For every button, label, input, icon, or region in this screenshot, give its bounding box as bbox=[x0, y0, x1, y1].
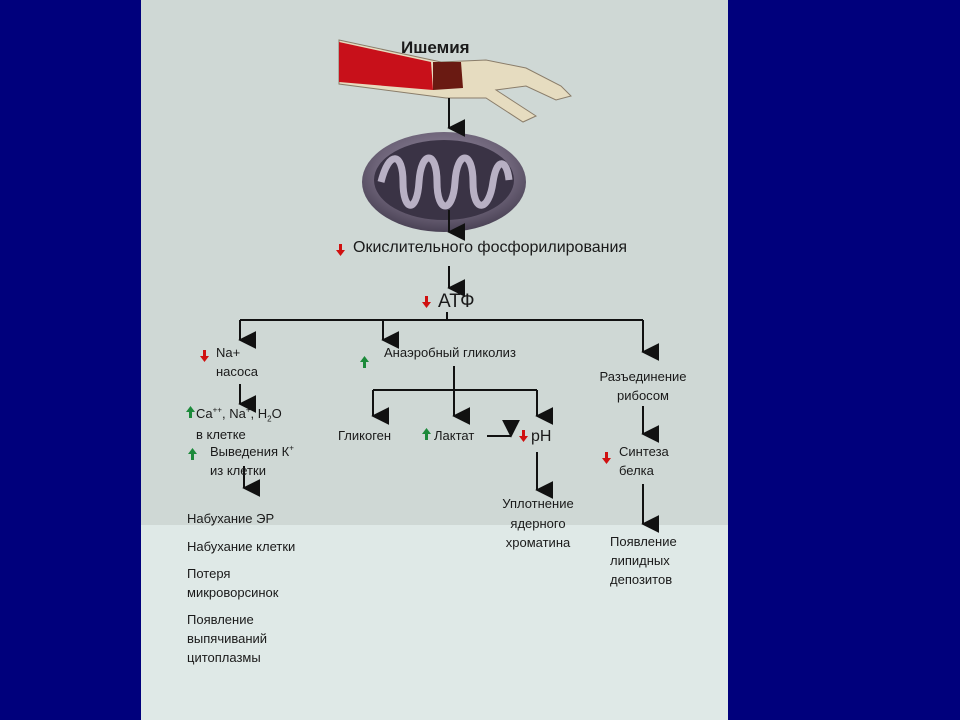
green-up-arrow-icon bbox=[188, 448, 197, 460]
cell-swelling-label: Набухание клетки bbox=[187, 539, 296, 554]
microvilli-loss-line1: Потеря bbox=[187, 566, 231, 581]
red-down-arrow-icon bbox=[519, 430, 528, 442]
lactate-label: Лактат bbox=[434, 428, 475, 443]
red-down-arrow-icon bbox=[200, 350, 209, 362]
lipid-deposits-line1: Появление bbox=[610, 534, 677, 549]
lipid-deposits-line3: депозитов bbox=[610, 572, 673, 587]
na-pump-label-line1: Na+ bbox=[216, 345, 241, 360]
anaerobic-glycolysis-label: Анаэробный гликолиз bbox=[384, 345, 516, 360]
bleb-line2: выпячиваний bbox=[187, 631, 268, 646]
red-down-arrow-icon bbox=[336, 244, 345, 256]
red-down-arrow-icon bbox=[422, 296, 431, 308]
ph-label: pH bbox=[531, 428, 552, 445]
chromatin-line2: ядерного bbox=[510, 516, 566, 531]
lower-paper-area bbox=[141, 525, 728, 720]
mitochondrion-icon bbox=[362, 132, 526, 232]
er-swelling-label: Набухание ЭР bbox=[187, 511, 275, 526]
ribosome-label-line1: Разъединение bbox=[599, 369, 687, 384]
red-down-arrow-icon bbox=[602, 452, 611, 464]
k-efflux-line2: из клетки bbox=[210, 463, 266, 478]
chromatin-line1: Уплотнение bbox=[502, 496, 574, 511]
green-up-arrow-icon bbox=[186, 406, 195, 418]
ions-in-cell-line2: в клетке bbox=[196, 427, 246, 442]
atf-branch-lines bbox=[238, 312, 660, 361]
lipid-deposits-line2: липидных bbox=[610, 553, 670, 568]
ions-in-cell-line1: Ca++, Na+, H2O bbox=[196, 405, 282, 424]
chromatin-line3: хроматина bbox=[505, 535, 571, 550]
bleb-line1: Появление bbox=[187, 612, 254, 627]
na-pump-label-line2: насоса bbox=[216, 364, 259, 379]
glycogen-label: Гликоген bbox=[338, 428, 392, 443]
ribosome-label-line2: рибосом bbox=[617, 388, 669, 403]
protein-synthesis-line2: белка bbox=[619, 463, 654, 478]
bleb-line3: цитоплазмы bbox=[187, 650, 261, 665]
microvilli-loss-line2: микроворсинок bbox=[187, 585, 279, 600]
slide-panel: Ишемия Окислительного фосфорилирования А… bbox=[141, 0, 728, 720]
diagram-title: Ишемия bbox=[401, 38, 470, 57]
protein-synthesis-line1: Синтеза bbox=[619, 444, 669, 459]
blood-vessel-icon bbox=[338, 39, 572, 123]
diagram-graphics bbox=[186, 39, 660, 533]
green-up-arrow-icon bbox=[360, 356, 369, 368]
glycolysis-branch-lines bbox=[371, 366, 554, 438]
atf-label: АТФ bbox=[438, 291, 475, 312]
oxphos-label: Окислительного фосфорилирования bbox=[353, 239, 628, 256]
k-efflux-line1: Выведения К+ bbox=[210, 443, 294, 459]
green-up-arrow-icon bbox=[422, 428, 431, 440]
